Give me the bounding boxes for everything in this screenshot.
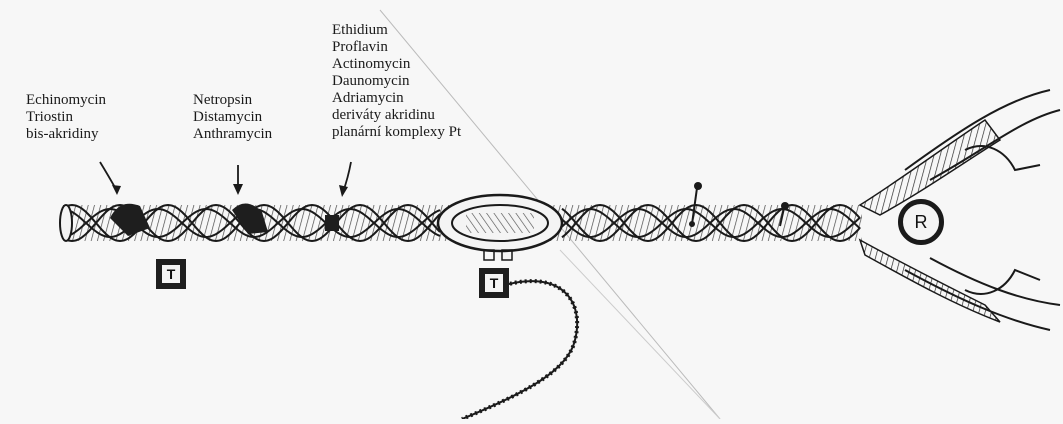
topoisomerase-marker-1: T — [156, 259, 186, 289]
label-echinomycin: Echinomycin — [26, 92, 106, 109]
replication-fork — [860, 90, 1060, 330]
label-netropsin: Netropsin — [193, 92, 272, 109]
rna-transcript-core — [462, 281, 577, 419]
label-distamycin: Distamycin — [193, 109, 272, 126]
rna-transcript — [462, 281, 577, 419]
label-group-groove-binders: Netropsin Distamycin Anthramycin — [193, 92, 272, 143]
label-group-bisintercalators: Echinomycin Triostin bis-akridiny — [26, 92, 106, 143]
label-anthramycin: Anthramycin — [193, 126, 272, 143]
label-actinomycin: Actinomycin — [332, 56, 461, 73]
replication-marker: R — [898, 199, 944, 245]
topoisomerase-marker-2: T — [479, 268, 509, 298]
label-akridin-derivatives: deriváty akridinu — [332, 107, 461, 124]
label-proflavin: Proflavin — [332, 39, 461, 56]
transcription-bubble — [438, 195, 562, 260]
label-group-intercalators: Ethidium Proflavin Actinomycin Daunomyci… — [332, 22, 461, 141]
label-daunomycin: Daunomycin — [332, 73, 461, 90]
bound-drug-ethidium — [325, 215, 339, 231]
label-bis-akridiny: bis-akridiny — [26, 126, 106, 143]
topoisomerase-marker-1-label: T — [162, 265, 180, 283]
label-triostin: Triostin — [26, 109, 106, 126]
background-diagonal-2 — [560, 250, 720, 419]
topoisomerase-marker-2-label: T — [485, 274, 503, 292]
label-adriamycin: Adriamycin — [332, 90, 461, 107]
label-pt-complexes: planární komplexy Pt — [332, 124, 461, 141]
label-ethidium: Ethidium — [332, 22, 461, 39]
